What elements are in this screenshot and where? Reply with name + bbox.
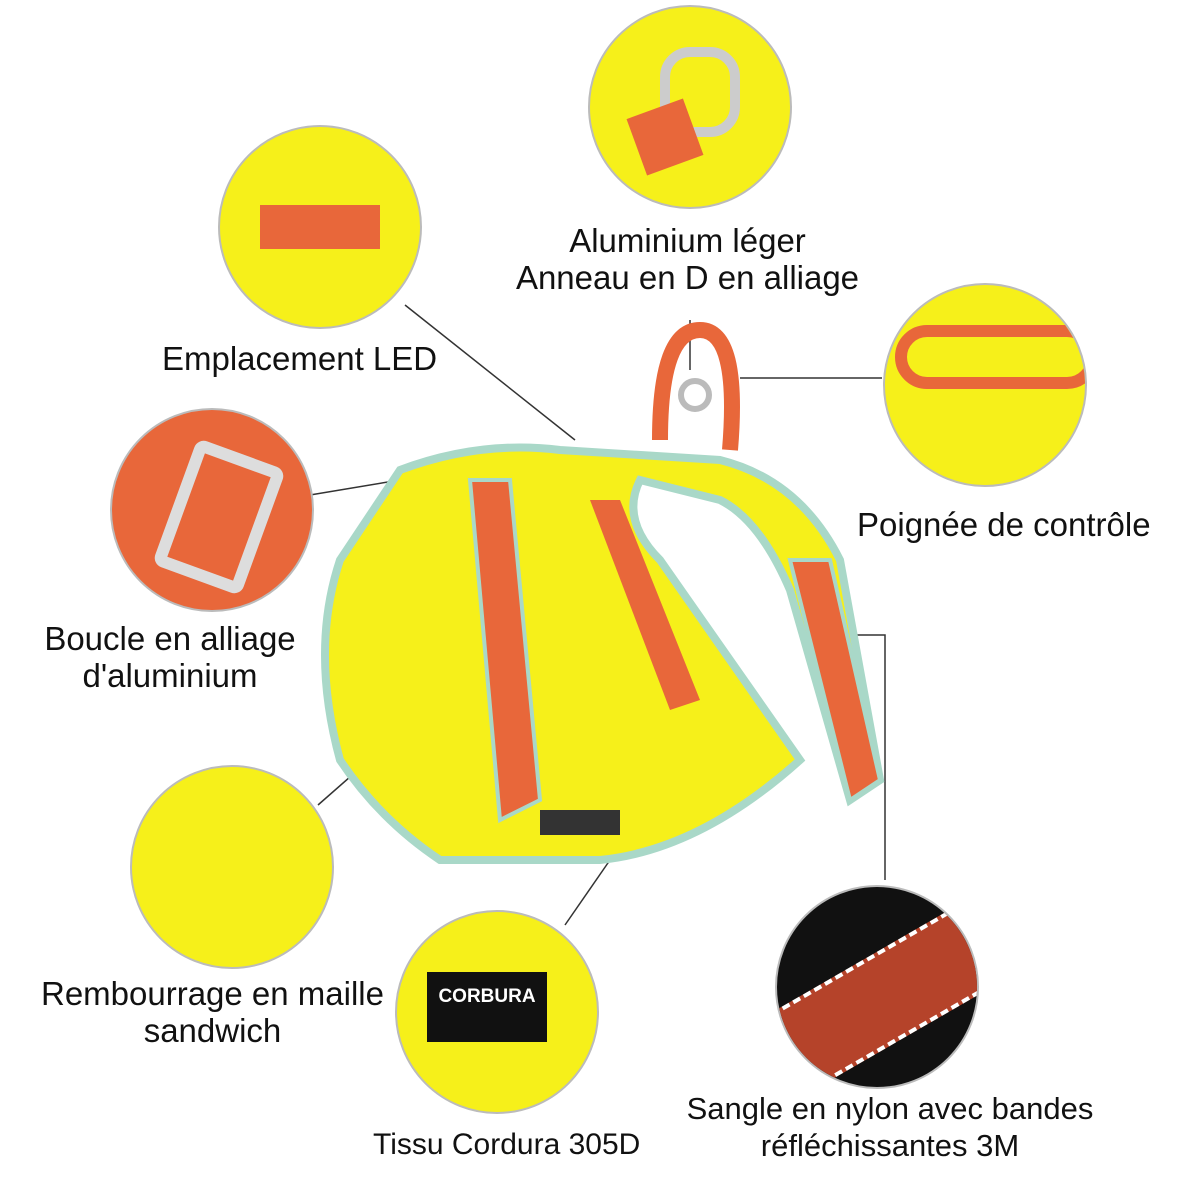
d-ring [678,378,712,412]
cordura-tag: CORBURA [427,972,547,1042]
padding-detail-circle [130,765,334,969]
label-patch [540,810,620,835]
d-ring-image [660,47,740,137]
d-ring-label: Aluminium léger Anneau en D en alliage [505,222,870,296]
harness-illustration [321,321,885,864]
buckle-image [151,437,287,597]
cordura-detail-circle: CORBURA [395,910,599,1114]
led-detail-circle [218,125,422,329]
buckle-label-line2: d'aluminium [82,657,258,694]
handle [652,321,740,451]
padding-label-line1: Rembourrage en maille [40,975,384,1012]
side-strap [590,500,700,710]
handle-label: Poignée de contrôle [857,506,1151,543]
handle-image [895,325,1085,389]
strap-label: Sangle en nylon avec bandes réfléchissan… [685,1090,1095,1164]
reflective-strap-image [777,892,977,1087]
padding-label-line2: sandwich [143,1012,282,1049]
chest-strap [467,478,543,824]
handle-detail-circle [883,283,1087,487]
strap-label-line2: réfléchissantes 3M [760,1128,1020,1163]
led-label: Emplacement LED [162,340,438,377]
d-ring-label-line1: Aluminium léger [569,222,806,259]
strap-detail-circle [775,885,979,1089]
cordura-label: Tissu Cordura 305D [373,1128,641,1161]
buckle-label: Boucle en alliage d'aluminium [30,620,310,694]
led-slot-image [260,205,380,249]
strap-label-line1: Sangle en nylon avec bandes [686,1091,1094,1126]
buckle-detail-circle [110,408,314,612]
harness-body [321,443,885,864]
belly-strap [787,558,883,804]
padding-label: Rembourrage en maille sandwich [40,975,385,1049]
d-ring-detail-circle [588,5,792,209]
d-ring-label-line2: Anneau en D en alliage [515,259,860,296]
buckle-label-line1: Boucle en alliage [44,620,296,657]
